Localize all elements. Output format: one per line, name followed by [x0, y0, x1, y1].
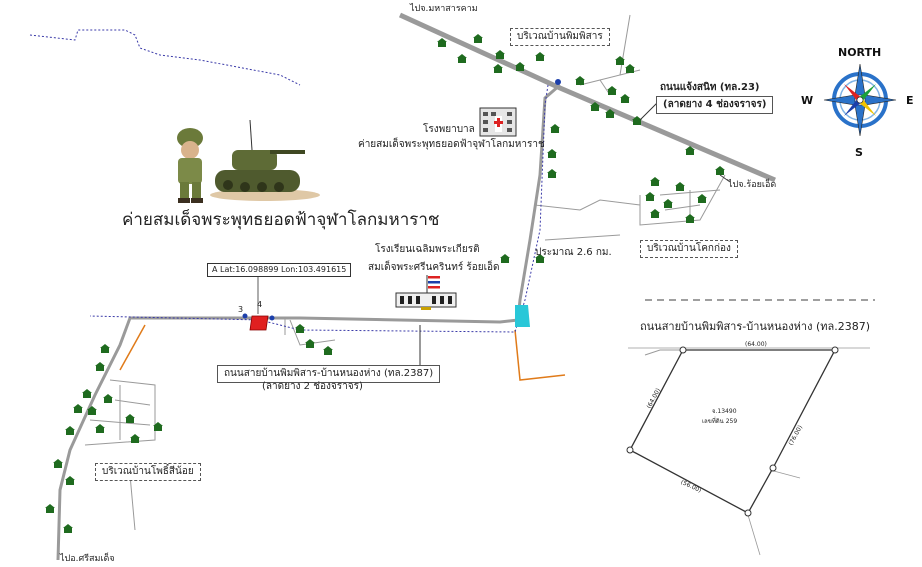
compass-west: W: [801, 94, 814, 107]
inset-road-title: ถนนสายบ้านพิมพิสาร-บ้านหนองห่าง (ทล.2387…: [640, 320, 871, 333]
label-ban-khok-kong: บริเวณบ้านโคกก่อง: [640, 240, 738, 258]
land-parcel: [629, 349, 837, 514]
parcel-corners: [626, 346, 839, 517]
dimension-top: (64.00): [745, 341, 767, 348]
hospital-icon: [479, 107, 517, 137]
camp-boundary: [89, 84, 549, 333]
compass-title: NORTH: [838, 46, 882, 59]
site-marker: [242, 275, 275, 331]
soldier-illustration: [177, 128, 203, 203]
compass-east: E: [906, 94, 914, 107]
houses: [45, 34, 725, 533]
compass-rose: [823, 63, 897, 137]
label-to-mahasarakham: ไปจ.มหาสารคาม: [410, 4, 478, 14]
point-number-3: 3: [238, 305, 244, 314]
label-school-line2: สมเด็จพระศรีนครินทร์ ร้อยเอ็ด: [368, 262, 500, 273]
label-hospital-line1: โรงพยาบาล: [423, 124, 475, 135]
highway-23: [398, 12, 776, 183]
label-coordinates: A Lat:16.098899 Lon:103.491615: [207, 263, 352, 277]
label-road23-name: ถนนแจ้งสนิท (ทล.23): [660, 82, 760, 93]
label-to-srisomdet: ไปอ.ศรีสมเด็จ: [60, 554, 115, 564]
road-2387: [56, 316, 519, 561]
connector-road: [516, 83, 561, 321]
label-to-roiet: ไปจ.ร้อยเอ็ด: [728, 180, 777, 190]
label-road2387-lanes: (ลาดยาง 2 ช่องจราจร): [262, 381, 363, 392]
orange-roads: [119, 324, 566, 381]
label-school-line1: โรงเรียนเฉลิมพระเกียรติ: [375, 244, 480, 255]
parcel-deed: จ.13490: [712, 408, 737, 415]
school-icon: [395, 275, 457, 310]
district-boundary-line: [29, 29, 301, 86]
label-road23-lanes: (ลาดยาง 4 ช่องจราจร): [656, 96, 774, 114]
label-distance: ประมาณ 2.6 กม.: [535, 247, 612, 258]
tank-illustration: [210, 119, 320, 201]
label-ban-pho-si-noi: บริเวณบ้านโพธิ์สีน้อย: [95, 463, 201, 481]
point-number-4: 4: [257, 300, 263, 309]
junction-marker: [555, 79, 561, 85]
parcel-land-number: เลขที่ดิน 259: [702, 418, 738, 425]
pond: [515, 305, 530, 327]
label-road2387-name: ถนนสายบ้านพิมพิสาร-บ้านหนองห่าง (ทล.2387…: [217, 365, 441, 383]
compass-south: S: [855, 146, 863, 159]
label-ban-phim-phisan: บริเวณบ้านพิมพิสาร: [510, 28, 610, 46]
label-hospital-line2: ค่ายสมเด็จพระพุทธยอดฟ้าจุฬาโลกมหาราช: [358, 139, 545, 150]
camp-title: ค่ายสมเด็จพระพุทธยอดฟ้าจุฬาโลกมหาราช: [122, 210, 440, 230]
